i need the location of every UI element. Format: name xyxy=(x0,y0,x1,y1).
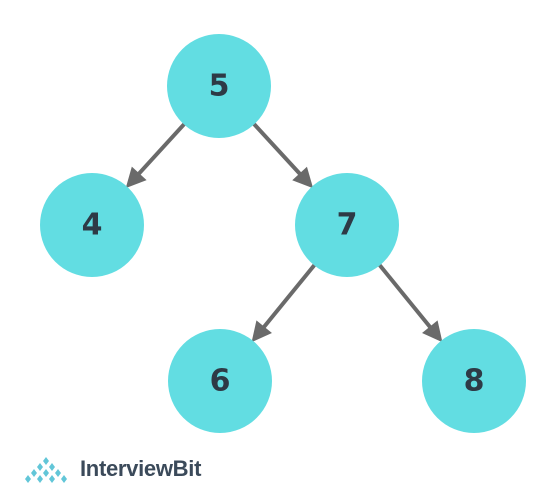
arrow-head-icon xyxy=(292,166,314,189)
tree-node-6: 6 xyxy=(168,329,272,433)
node-label: 4 xyxy=(82,208,103,243)
interviewbit-logo-icon xyxy=(25,457,67,483)
brand: InterviewBit xyxy=(18,452,201,486)
edge-n7-n6 xyxy=(251,260,319,343)
arrow-head-icon xyxy=(422,320,443,343)
arrow-head-icon xyxy=(125,166,147,189)
node-label: 5 xyxy=(209,69,230,104)
node-circle xyxy=(168,329,272,433)
arrow-head-icon xyxy=(251,320,272,343)
brand-name: InterviewBit xyxy=(80,456,202,481)
node-circle xyxy=(167,34,271,138)
edge-n5-n4 xyxy=(125,120,189,189)
node-label: 7 xyxy=(337,208,358,243)
edge-n7-n8 xyxy=(375,260,443,343)
edge-line xyxy=(136,120,189,177)
tree-node-7: 7 xyxy=(295,173,399,277)
node-label: 8 xyxy=(464,364,485,399)
edge-n5-n7 xyxy=(250,119,314,189)
node-circle xyxy=(422,329,526,433)
tree-node-4: 4 xyxy=(40,173,144,277)
tree-node-5: 5 xyxy=(167,34,271,138)
tree-node-8: 8 xyxy=(422,329,526,433)
edge-line xyxy=(261,260,319,330)
edges-layer xyxy=(125,119,443,343)
edge-line xyxy=(375,260,433,330)
nodes-layer: 5 4 7 6 8 xyxy=(40,34,526,433)
node-label: 6 xyxy=(210,364,231,399)
node-circle xyxy=(295,173,399,277)
node-circle xyxy=(40,173,144,277)
edge-line xyxy=(250,119,303,177)
